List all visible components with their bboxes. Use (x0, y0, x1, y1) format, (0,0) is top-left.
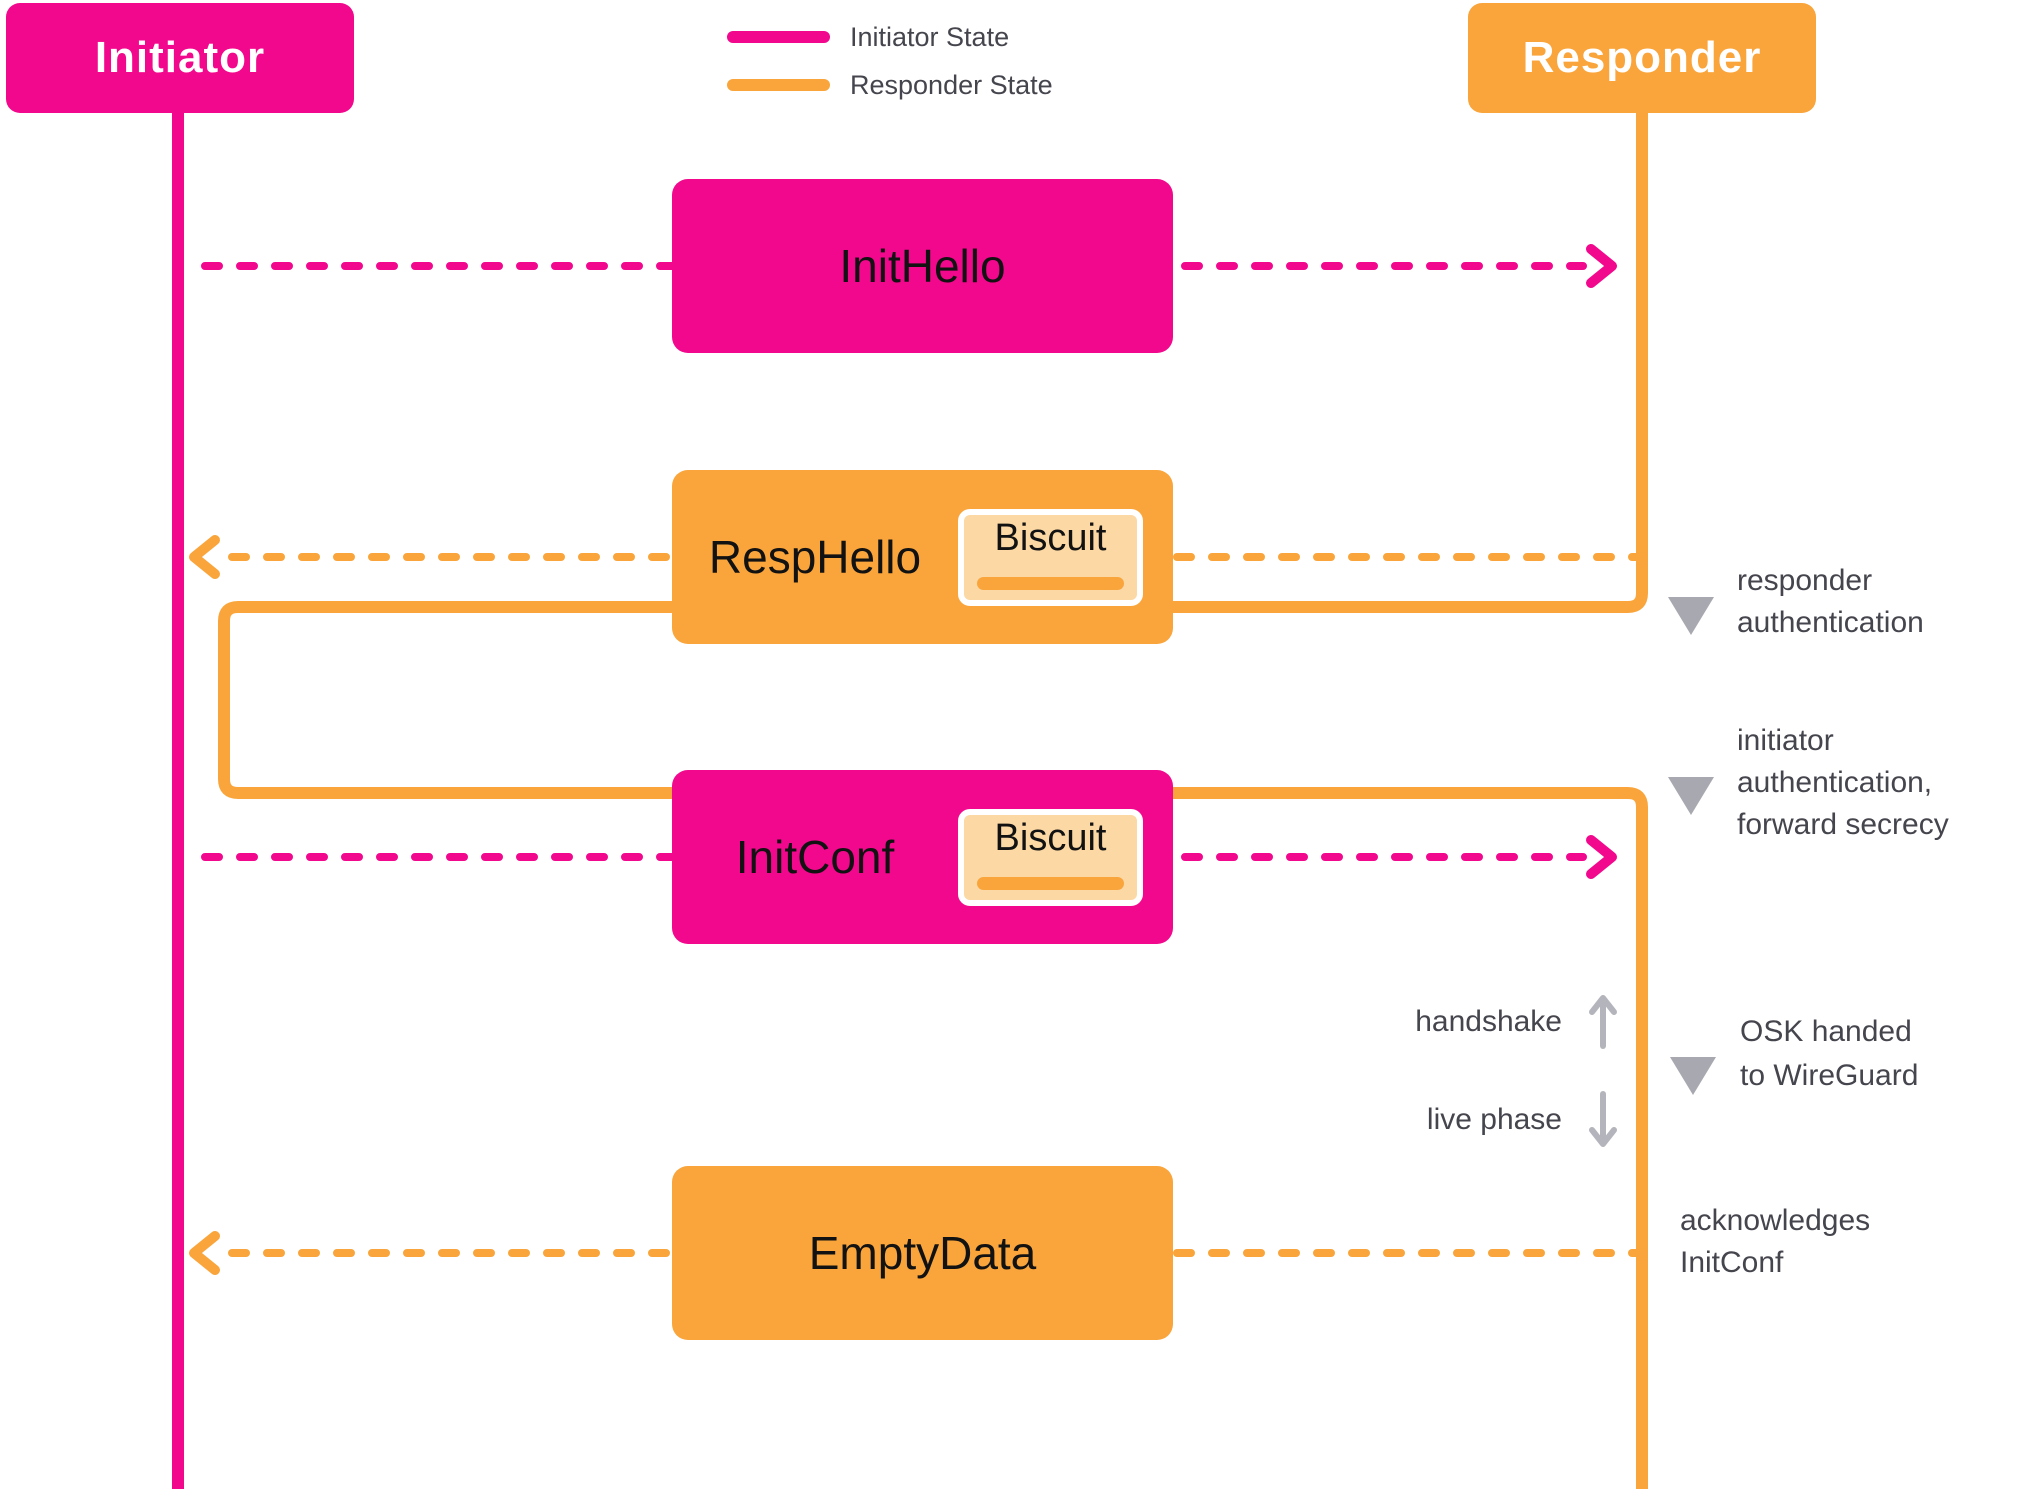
annotation-line: initiator (1737, 724, 1834, 757)
biscuit-box: Biscuit (958, 508, 1143, 606)
down-triangle-icon (1668, 777, 1714, 815)
phase-label-handshake: handshake (1415, 1005, 1562, 1038)
annotation-line: InitConf (1680, 1246, 1784, 1279)
responder-actor-box: Responder (1468, 3, 1816, 113)
biscuit-bar (977, 576, 1124, 590)
biscuit-label: Biscuit (994, 516, 1107, 559)
annotation-line: to WireGuard (1740, 1059, 1919, 1092)
down-arrow-icon (1589, 1127, 1617, 1147)
legend-label: Responder State (850, 69, 1053, 100)
resphello-message-box: RespHello Biscuit (672, 470, 1173, 644)
responder-actor-label: Responder (1522, 33, 1762, 82)
annotation-acknowledges-initconf: acknowledges InitConf (1680, 1200, 1870, 1284)
annotation-line: responder (1737, 564, 1873, 597)
up-arrow-icon (1589, 995, 1617, 1015)
initiator-state-swatch (727, 31, 830, 43)
responder-state-line (218, 108, 1648, 1489)
initconf-label: InitConf (735, 831, 895, 883)
arrowhead-left-icon (189, 535, 220, 579)
legend-label: Initiator State (850, 21, 1010, 52)
annotation-responder-authentication: responder authentication (1737, 560, 1924, 644)
resphello-label: RespHello (708, 531, 922, 583)
legend-item-initiator-state: Initiator State (727, 13, 1053, 61)
biscuit-box: Biscuit (958, 808, 1143, 906)
initiator-actor-label: Initiator (94, 33, 266, 82)
annotation-line: acknowledges (1680, 1204, 1871, 1237)
annotation-line: OSK handed (1740, 1015, 1912, 1048)
legend-item-responder-state: Responder State (727, 61, 1053, 109)
arrowhead-right-icon (1586, 835, 1617, 879)
down-triangle-icon (1668, 597, 1714, 635)
arrowhead-right-icon (1586, 244, 1617, 288)
initiator-actor-box: Initiator (6, 3, 354, 113)
emptydata-label: EmptyData (808, 1227, 1037, 1279)
initconf-message-box: InitConf Biscuit (672, 770, 1173, 944)
inithello-message-box: InitHello (672, 179, 1173, 353)
annotation-line: authentication, (1737, 766, 1933, 799)
annotation-osk-wireguard: OSK handed to WireGuard (1740, 1010, 1918, 1098)
biscuit-label: Biscuit (994, 816, 1107, 859)
inithello-label: InitHello (839, 240, 1006, 292)
down-triangle-icon (1670, 1057, 1716, 1095)
annotation-line: authentication (1737, 606, 1924, 639)
legend: Initiator State Responder State (727, 13, 1053, 109)
annotation-initiator-authentication: initiator authentication, forward secrec… (1737, 720, 1949, 846)
phase-label-live: live phase (1426, 1103, 1562, 1136)
responder-state-swatch (727, 79, 830, 91)
annotation-line: forward secrecy (1737, 808, 1949, 841)
biscuit-bar (977, 876, 1124, 890)
emptydata-message-box: EmptyData (672, 1166, 1173, 1340)
arrowhead-left-icon (189, 1231, 220, 1275)
